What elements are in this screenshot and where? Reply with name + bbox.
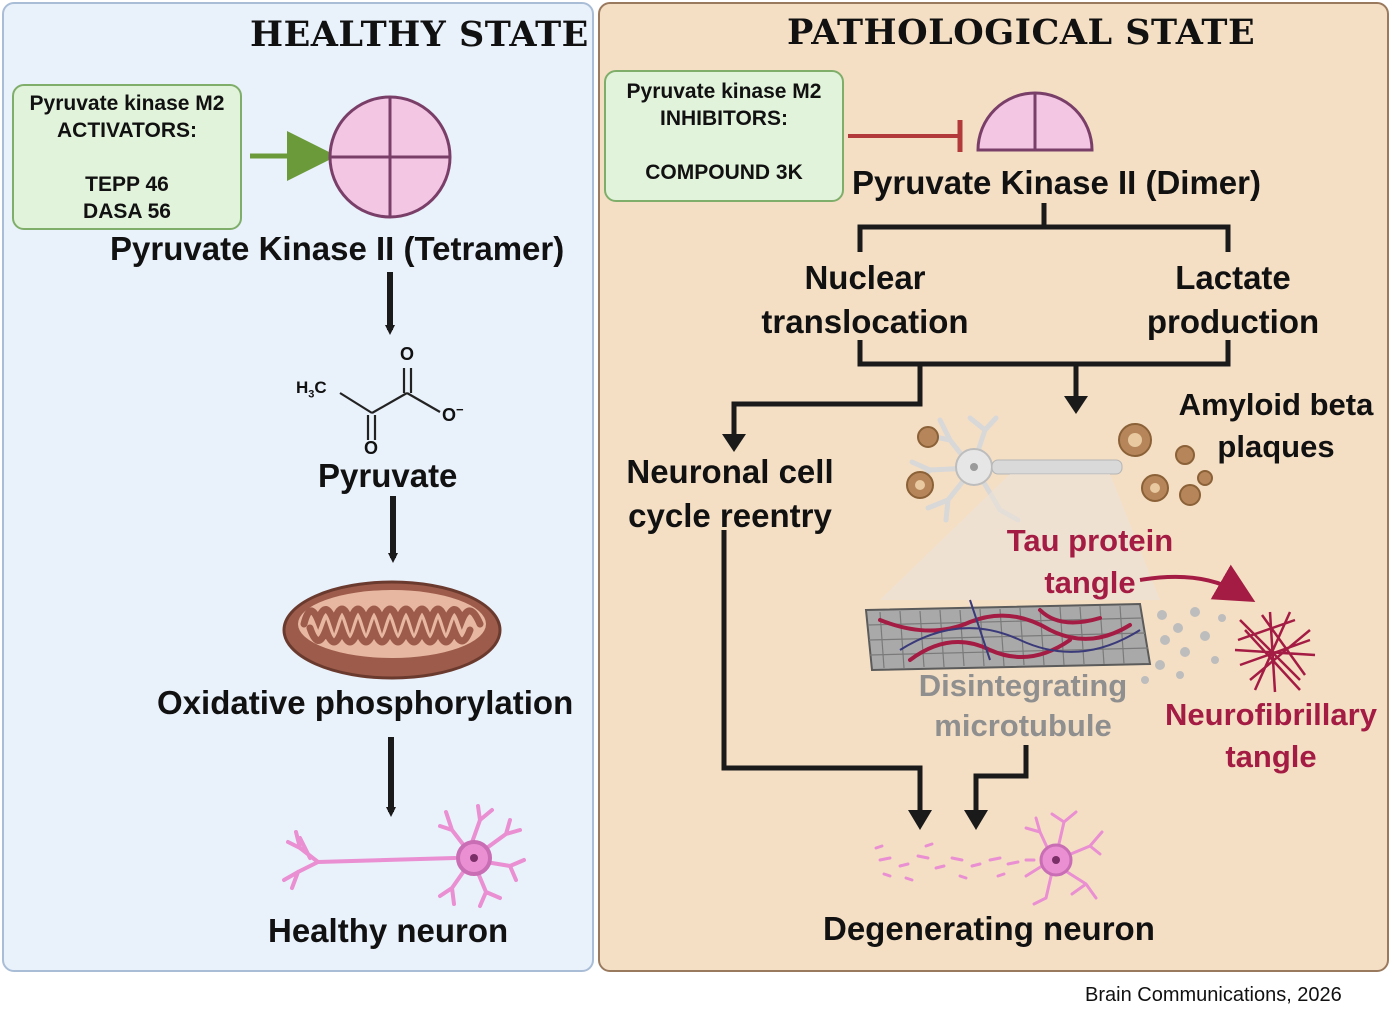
activator-dasa56: DASA 56	[83, 200, 171, 223]
degenerating-neuron-icon	[874, 810, 1104, 906]
source-credit: Brain Communications, 2026	[1085, 984, 1342, 1006]
molecule-o-minus: O−	[442, 402, 464, 425]
molecule-o-bottom: O	[364, 438, 379, 458]
dimer-label: Pyruvate Kinase II (Dimer)	[852, 164, 1261, 201]
degenerating-neuron-label: Degenerating neuron	[823, 910, 1155, 947]
activator-tepp46: TEPP 46	[85, 173, 169, 196]
microtubule-icon	[864, 599, 1226, 684]
pyruvate-label: Pyruvate	[318, 457, 458, 494]
amyloid-neuron-icon	[906, 415, 1213, 523]
zoom-beam	[880, 474, 1160, 600]
healthy-neuron-label: Healthy neuron	[268, 912, 509, 949]
pyruvate-molecule-icon	[339, 368, 441, 440]
molecule-h3c-label: H3C	[296, 378, 327, 401]
activators-box-line2: ACTIVATORS:	[57, 119, 197, 142]
inhibitors-box-line1: Pyruvate kinase M2	[626, 80, 822, 103]
molecule-o-top: O	[400, 344, 415, 364]
activators-box: Pyruvate kinase M2 ACTIVATORS: TEPP 46 D…	[12, 84, 242, 230]
activators-box-line1: Pyruvate kinase M2	[29, 92, 225, 115]
inhibitors-box: Pyruvate kinase M2 INHIBITORS: COMPOUND …	[604, 70, 844, 202]
neurofibrillary-tangle-icon	[1234, 611, 1316, 693]
mitochondrion-icon	[282, 580, 502, 680]
oxphos-label: Oxidative phosphorylation	[157, 684, 574, 721]
branch-connector	[731, 203, 1231, 436]
healthy-panel-title: HEALTHY STATE	[250, 14, 589, 55]
pathological-panel-title: PATHOLOGICAL STATE	[787, 12, 1256, 53]
tetramer-enzyme-icon	[328, 95, 452, 219]
tau-to-nft-arrow	[1139, 564, 1256, 603]
healthy-neuron-icon	[282, 804, 526, 908]
dimer-enzyme-icon	[976, 91, 1094, 152]
inhibitor-compound3k: COMPOUND 3K	[645, 161, 803, 184]
inhibitors-box-line2: INHIBITORS:	[660, 107, 788, 130]
tetramer-label: Pyruvate Kinase II (Tetramer)	[110, 230, 565, 267]
